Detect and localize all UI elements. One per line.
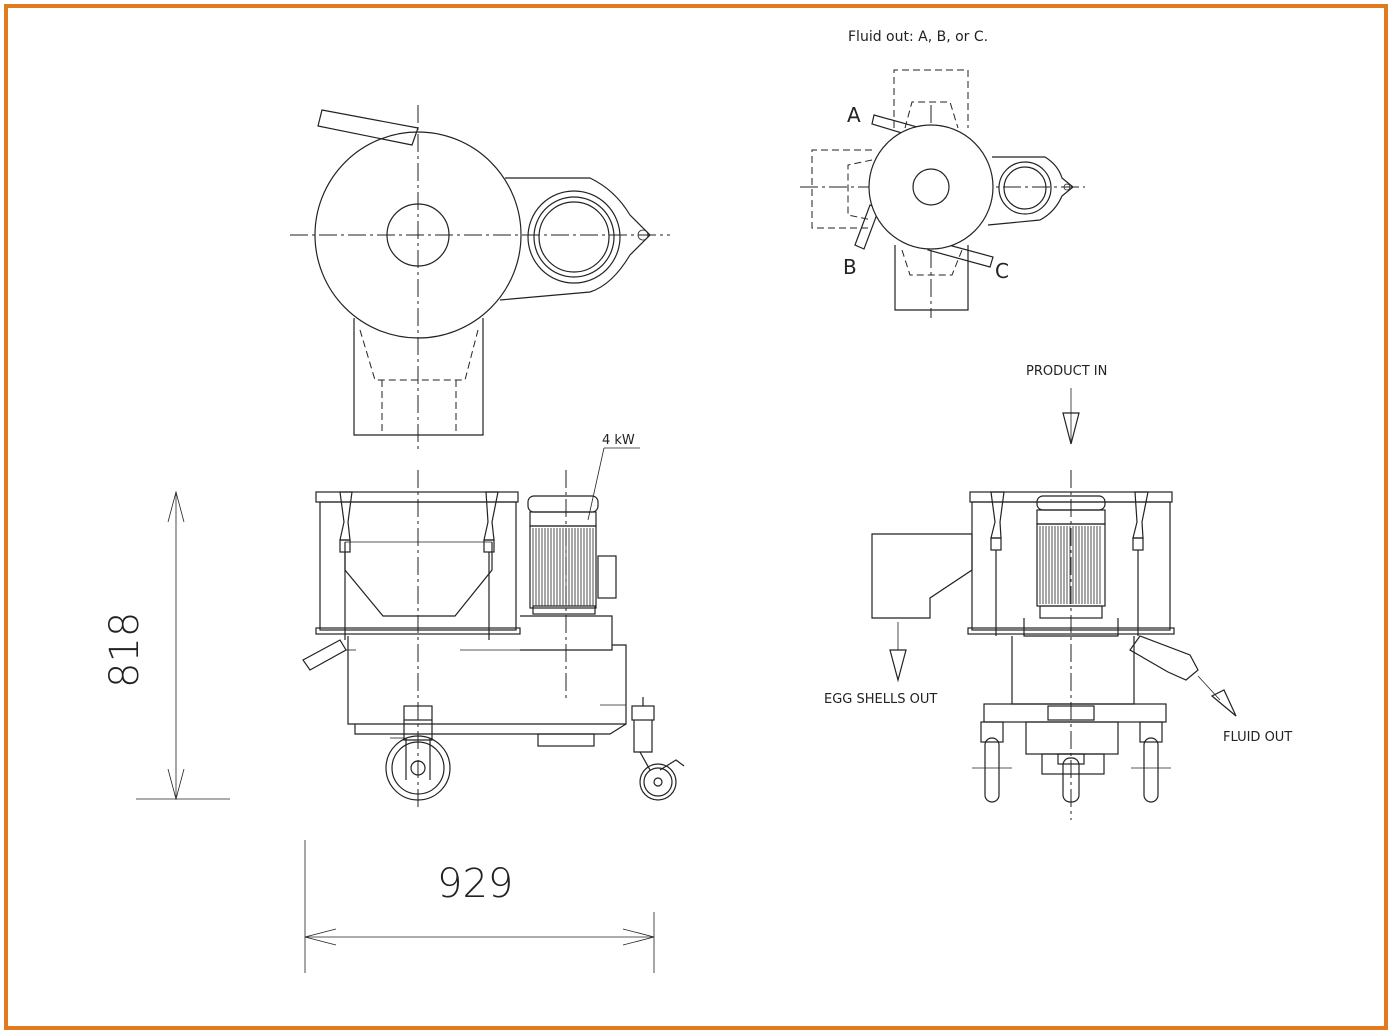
height-dimension-value: 818 xyxy=(102,612,148,688)
motor-fins-left xyxy=(532,528,594,606)
drawing-frame xyxy=(4,4,1388,1030)
outlet-a-label: A xyxy=(847,103,861,127)
power-label: 4 kW xyxy=(602,433,635,448)
outlet-b-label: B xyxy=(843,255,857,279)
side-view: 4 kW xyxy=(302,433,685,810)
dimension-width: 929 xyxy=(304,840,655,973)
dimension-height: 818 xyxy=(102,490,230,801)
motor-fins-right xyxy=(1039,526,1101,604)
fluid-out-label: FLUID OUT xyxy=(1223,730,1292,745)
product-in-label: PRODUCT IN xyxy=(1026,364,1107,379)
front-view: PRODUCT IN EGG SHELLS OUT FLUID OUT xyxy=(824,364,1292,820)
top-view-right: Fluid out: A, B, or C. A B C xyxy=(800,29,1085,318)
outlet-c-label: C xyxy=(995,259,1009,283)
width-dimension-value: 929 xyxy=(437,861,513,907)
fluid-out-note: Fluid out: A, B, or C. xyxy=(848,29,988,45)
top-view-left xyxy=(290,105,670,450)
egg-shells-out-label: EGG SHELLS OUT xyxy=(824,692,937,707)
